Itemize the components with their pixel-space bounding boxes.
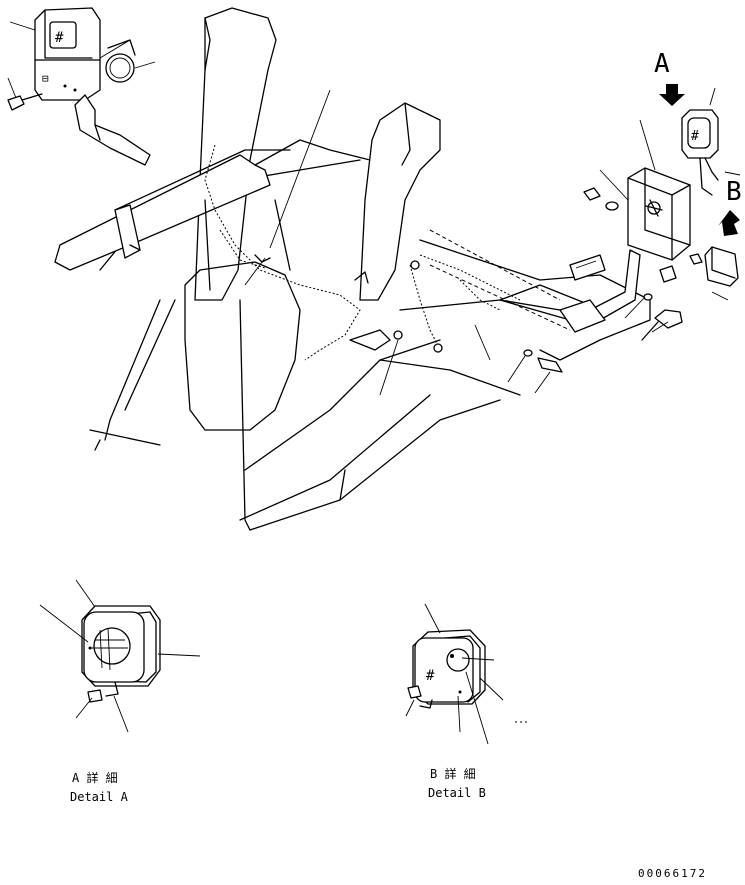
detail-b-figure: # B 詳 細 Detail B xyxy=(405,603,528,800)
lamp-top-left: # ⊟ xyxy=(7,7,156,166)
svg-text:#: # xyxy=(691,129,699,144)
wiring-harness xyxy=(204,89,521,396)
svg-text:#: # xyxy=(426,668,435,684)
detail-a-figure: A 詳 細 Detail A xyxy=(39,579,201,804)
detail-b-caption-en: Detail B xyxy=(428,786,486,800)
drawing-number: 00066172 xyxy=(638,867,707,880)
view-a-label: A xyxy=(654,49,670,79)
lamp-right-assembly xyxy=(507,119,741,394)
machine-frame xyxy=(54,7,651,531)
view-b-indicator: B xyxy=(689,177,742,301)
detail-b-caption-jp: B 詳 細 xyxy=(430,766,476,781)
view-a-indicator: A # xyxy=(654,49,719,196)
detail-a-caption-en: Detail A xyxy=(70,790,129,804)
svg-text:⊟: ⊟ xyxy=(42,72,49,85)
view-b-label: B xyxy=(726,177,742,207)
svg-text:#: # xyxy=(55,30,64,46)
detail-a-caption-jp: A 詳 細 xyxy=(72,770,118,785)
